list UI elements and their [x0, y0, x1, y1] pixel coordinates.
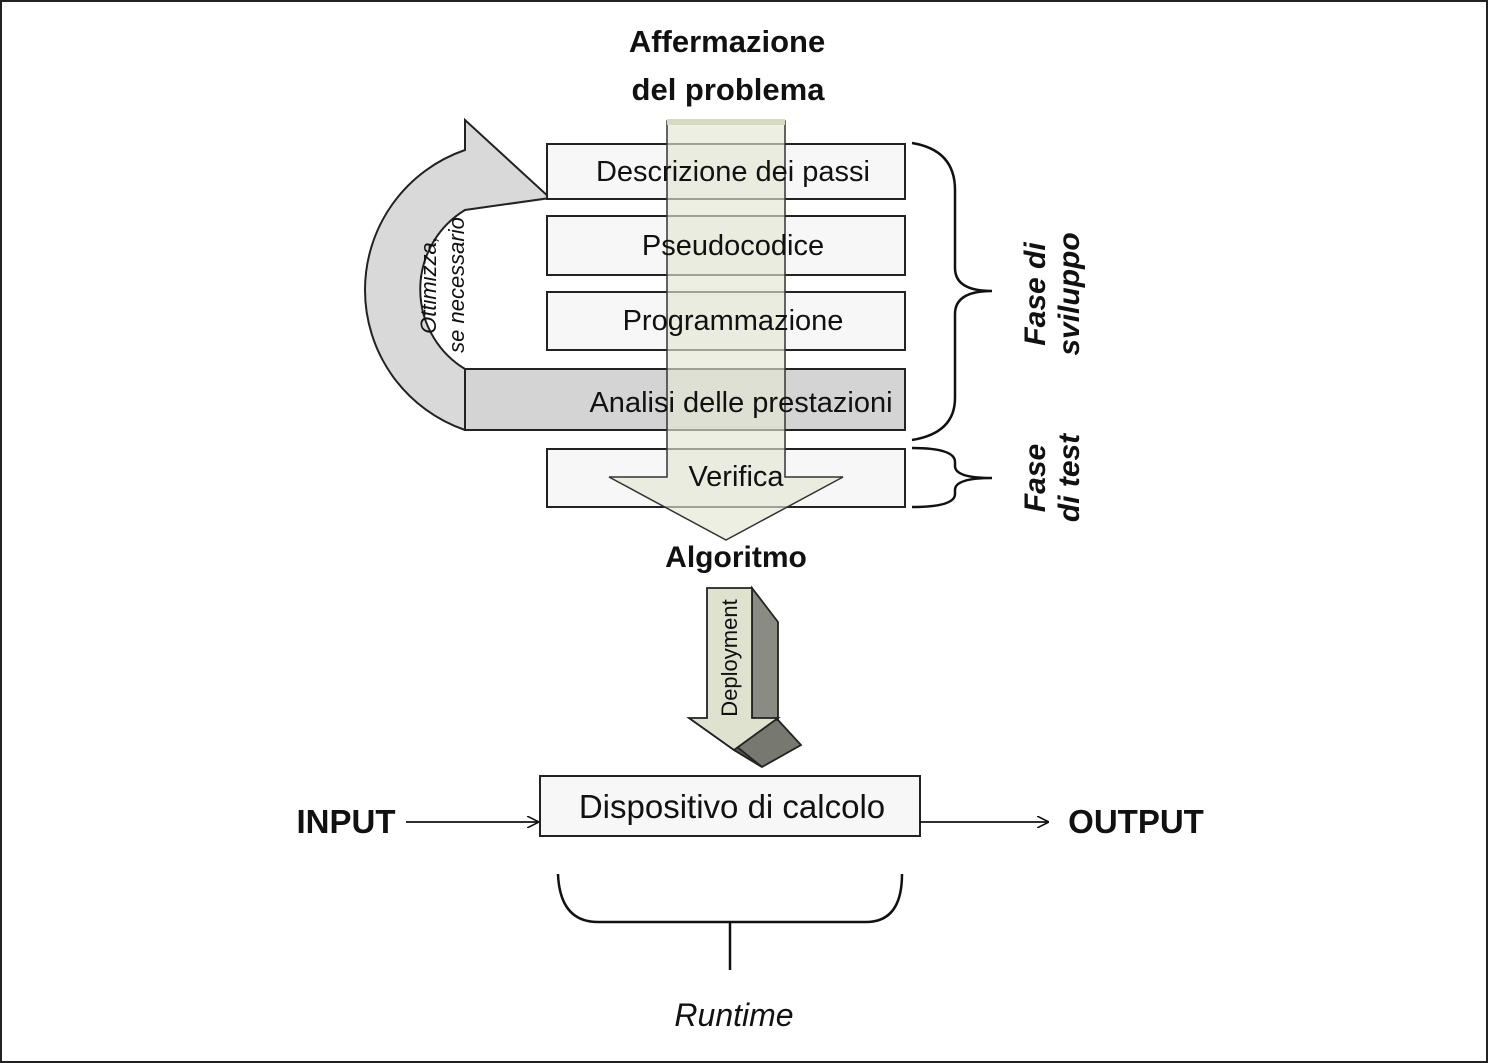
title-line2: del problema [632, 72, 826, 107]
main-flow-arrow-top [667, 119, 785, 125]
runtime-brace [556, 873, 904, 924]
dev-phase-line1: Fase di [1019, 242, 1052, 346]
main-flow-arrow [608, 120, 844, 541]
test-phase-brace [911, 446, 993, 509]
test-phase-line2: di test [1053, 432, 1086, 522]
output-label: OUTPUT [1068, 803, 1204, 840]
algorithm-label: Algoritmo [665, 541, 807, 574]
dev-phase-line2: sviluppo [1053, 232, 1086, 355]
device-label: Dispositivo di calcolo [579, 788, 885, 825]
step-label-analisi: Analisi delle prestazioni [589, 387, 892, 419]
optimize-loop-arrow [364, 117, 553, 431]
deployment-arrow [686, 585, 803, 769]
input-label: INPUT [297, 803, 396, 840]
runtime-label: Runtime [674, 997, 793, 1033]
device-box [539, 775, 921, 837]
step-label-programmazione: Programmazione [623, 305, 844, 337]
step-label-pseudocodice: Pseudocodice [642, 230, 824, 262]
loop-label-line2: se necessario [444, 217, 469, 353]
loop-label-line1: Ottimizza, [416, 236, 441, 334]
deployment-label: Deployment [717, 599, 742, 716]
title-line1: Affermazione [629, 24, 825, 59]
test-phase-line1: Fase [1019, 444, 1052, 512]
dev-phase-brace [911, 141, 993, 442]
step-label-descrizione: Descrizione dei passi [596, 156, 870, 188]
step-label-verifica: Verifica [688, 461, 784, 493]
